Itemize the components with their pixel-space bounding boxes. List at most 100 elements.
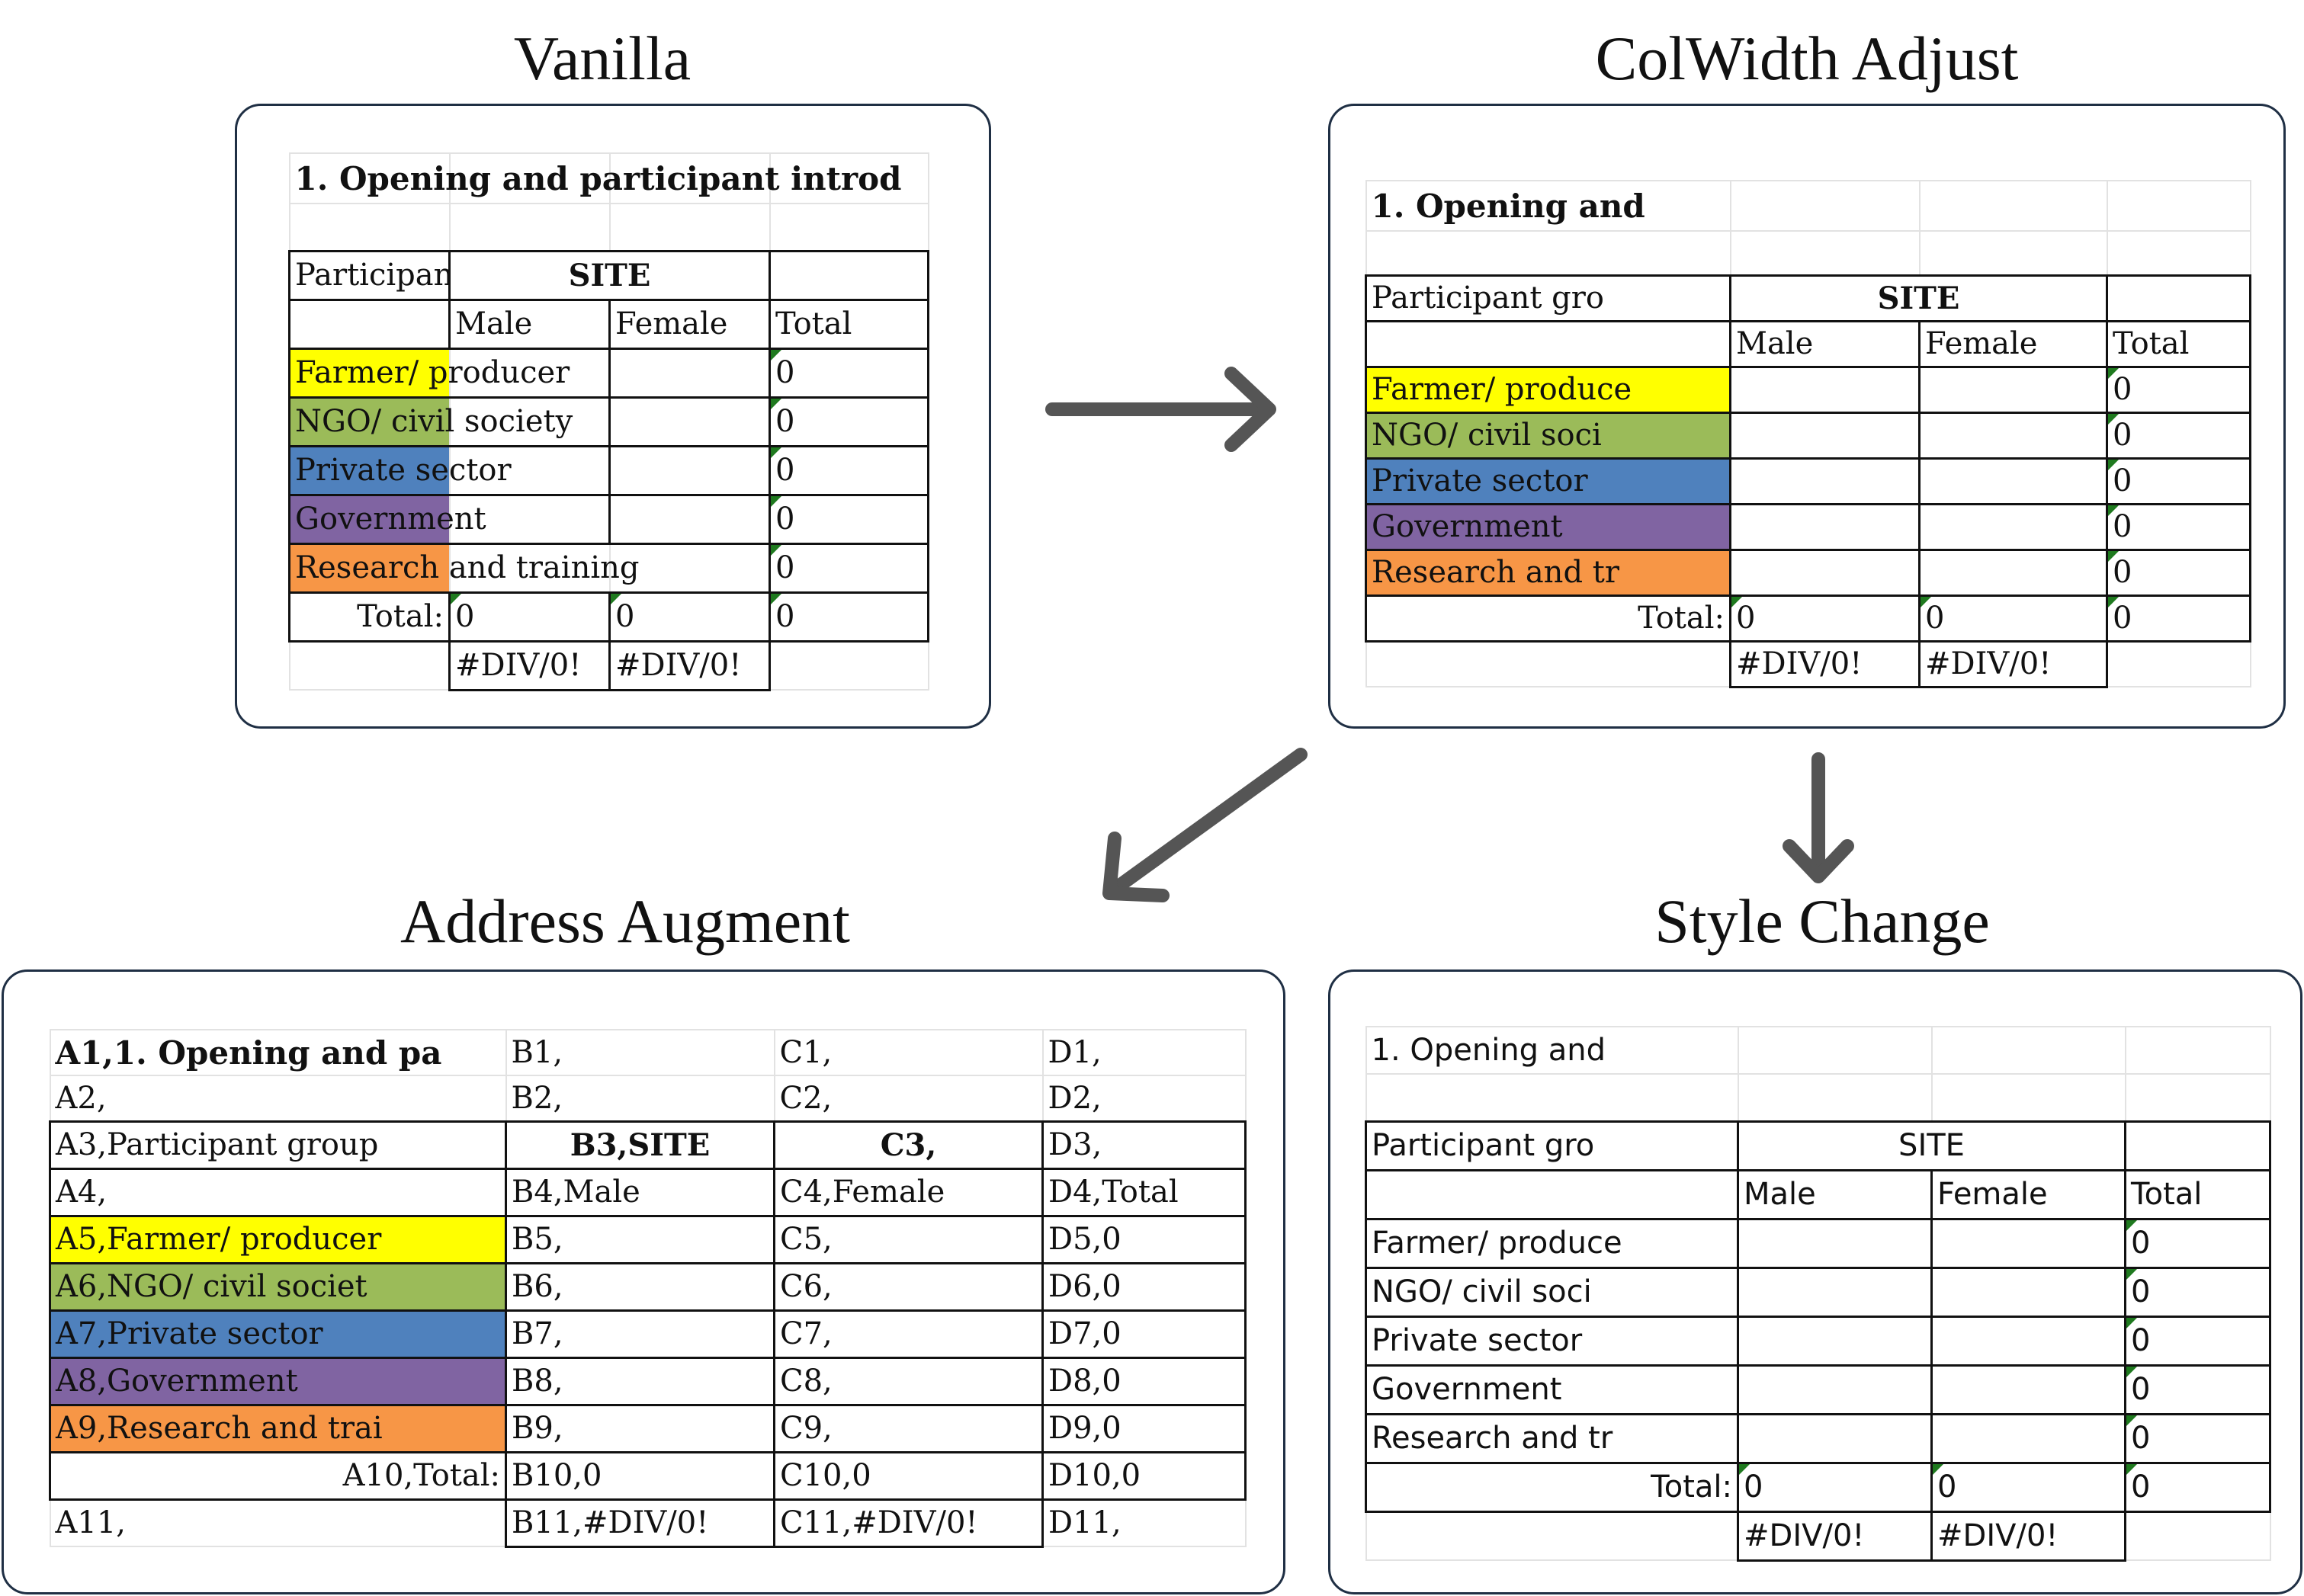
cell-b1: B1, — [505, 1029, 775, 1076]
total-header: Total — [2106, 319, 2251, 368]
participant-group-header: Participant gro — [1365, 274, 1731, 322]
ratio-female: #DIV/0! — [608, 639, 771, 691]
total-male: 0 — [1729, 594, 1921, 643]
row-ngo-total: 0 — [2124, 1266, 2271, 1318]
row-private-total: 0 — [2124, 1315, 2271, 1367]
total-header: Total — [2124, 1168, 2271, 1220]
total-all: 0 — [2106, 594, 2251, 643]
cell-c6: C6, — [773, 1262, 1044, 1312]
female-header: Female — [608, 299, 771, 350]
row-private-label: Private sector — [1365, 1316, 1739, 1367]
row-farmer-total: 0 — [2106, 365, 2251, 414]
total-row-label: Total: — [288, 591, 451, 643]
arrow-right — [1045, 367, 1276, 452]
row-government-label: Government — [288, 494, 486, 545]
cell-b7: B7, — [505, 1309, 775, 1359]
cell-a1: A1,1. Opening and pa — [49, 1029, 507, 1076]
cell-d8: D8,0 — [1041, 1356, 1247, 1406]
sheet-heading: 1. Opening and participant introd — [288, 152, 902, 204]
cell-b9: B9, — [505, 1404, 775, 1453]
row-research-label: Research and training — [288, 543, 640, 594]
row-farmer-total: 0 — [769, 347, 929, 399]
cell-a9: A9,Research and trai — [49, 1404, 507, 1453]
row-private-total: 0 — [769, 444, 929, 496]
title-colwidth-adjust: ColWidth Adjust — [1595, 24, 2019, 93]
total-all: 0 — [2124, 1461, 2271, 1513]
total-male: 0 — [448, 591, 611, 643]
row-ngo-total: 0 — [2106, 411, 2251, 460]
cell-d9: D9,0 — [1041, 1403, 1247, 1453]
total-row-label: Total: — [1365, 1462, 1739, 1513]
cell-c9: C9, — [773, 1404, 1044, 1453]
cell-c5: C5, — [773, 1215, 1044, 1264]
cell-d6: D6,0 — [1041, 1261, 1247, 1312]
total-all: 0 — [769, 591, 929, 643]
row-research-total: 0 — [2124, 1412, 2271, 1464]
cell-a3: A3,Participant group — [49, 1120, 507, 1170]
cell-a11: A11, — [49, 1498, 507, 1547]
title-address-augment: Address Augment — [400, 886, 850, 956]
cell-c2: C2, — [773, 1075, 1044, 1122]
row-farmer-total: 0 — [2124, 1217, 2271, 1269]
cell-d1: D1, — [1041, 1029, 1247, 1076]
male-header: Male — [448, 299, 611, 350]
cell-b6: B6, — [505, 1262, 775, 1312]
arrow-down — [1783, 752, 1854, 883]
cell-c7: C7, — [773, 1309, 1044, 1359]
cell-a10: A10,Total: — [49, 1451, 507, 1501]
row-government-label: Government — [1365, 503, 1731, 551]
cell-b11: B11,#DIV/0! — [505, 1498, 775, 1548]
row-ngo-label: NGO/ civil soci — [1365, 1267, 1739, 1318]
cell-d11: D11, — [1041, 1498, 1247, 1547]
cell-d4: D4,Total — [1041, 1167, 1247, 1217]
cell-c10: C10,0 — [773, 1450, 1044, 1501]
cell-b8: B8, — [505, 1357, 775, 1406]
cell-c1: C1, — [773, 1029, 1044, 1076]
ratio-female: #DIV/0! — [1930, 1510, 2126, 1562]
cell-a2: A2, — [49, 1075, 507, 1122]
row-ngo-label: NGO/ civil society — [288, 396, 573, 447]
ratio-male: #DIV/0! — [1737, 1510, 1933, 1562]
ratio-male: #DIV/0! — [448, 639, 611, 691]
title-style-change: Style Change — [1654, 886, 1990, 956]
row-research-total: 0 — [769, 542, 929, 594]
cell-a4: A4, — [49, 1168, 507, 1217]
total-header: Total — [769, 298, 929, 350]
arrow-down-left — [1102, 748, 1308, 902]
cell-b3: B3,SITE — [505, 1120, 775, 1170]
cell-a7: A7,Private sector — [49, 1309, 507, 1359]
row-government-label: Government — [1365, 1364, 1739, 1415]
cell-b5: B5, — [505, 1215, 775, 1264]
total-male: 0 — [1737, 1461, 1933, 1513]
row-government-total: 0 — [2124, 1364, 2271, 1415]
cell-b2: B2, — [505, 1075, 775, 1122]
row-government-total: 0 — [769, 493, 929, 545]
sheet-heading: 1. Opening and — [1365, 1026, 1739, 1075]
total-female: 0 — [608, 591, 771, 643]
cell-a8: A8,Government — [49, 1357, 507, 1406]
cell-b10: B10,0 — [505, 1450, 775, 1501]
total-female: 0 — [1930, 1461, 2126, 1513]
row-government-total: 0 — [2106, 502, 2251, 551]
sheet-style-change: 1. Opening and Participant gro SITE Male… — [1365, 1026, 2271, 1562]
cell-a5: A5,Farmer/ producer — [49, 1215, 507, 1264]
participant-group-header: Participant gro — [1365, 1120, 1739, 1171]
cell-d5: D5,0 — [1041, 1214, 1247, 1264]
cell-c3: C3, — [773, 1120, 1044, 1170]
male-header: Male — [1729, 320, 1921, 368]
row-private-label: Private sector — [1365, 457, 1731, 505]
cell-c11: C11,#DIV/0! — [773, 1498, 1044, 1548]
sheet-heading: 1. Opening and — [1365, 180, 1731, 232]
sheet-address-augment: A1,1. Opening and pa B1, C1, D1, A2, B2,… — [49, 1029, 1247, 1548]
row-private-label: Private sector — [288, 445, 512, 496]
row-research-label: Research and tr — [1365, 549, 1731, 597]
participant-group-header: Participan — [288, 249, 451, 301]
row-farmer-label: Farmer/ produce — [1365, 1218, 1739, 1269]
cell-b4: B4,Male — [505, 1168, 775, 1217]
sheet-colwidth-adjust: 1. Opening and Participant gro SITE Male… — [1365, 180, 2251, 688]
ratio-male: #DIV/0! — [1729, 639, 1921, 688]
cell-d10: D10,0 — [1041, 1450, 1247, 1501]
row-research-label: Research and tr — [1365, 1413, 1739, 1464]
total-female: 0 — [1918, 594, 2108, 643]
